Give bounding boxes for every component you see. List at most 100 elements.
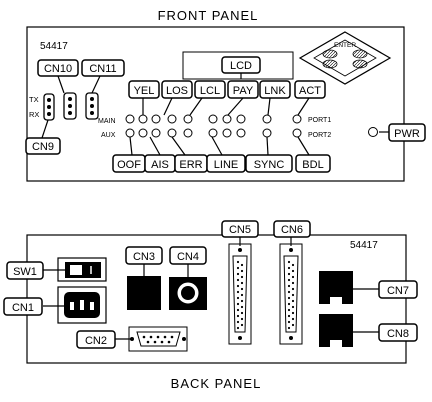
callout-lnk-box	[259, 80, 291, 99]
callout-sw1: SW1	[13, 266, 37, 278]
callout-pay-box	[227, 80, 259, 99]
callout-err: ERR	[179, 159, 202, 171]
front-model-number: 54417	[40, 41, 68, 52]
callout-cn2-box	[76, 330, 116, 349]
keypad: ENTER	[298, 31, 392, 85]
back-leader-lines	[43, 237, 380, 340]
callout-line: LINE	[214, 159, 238, 171]
bnc-connector-cn4	[169, 277, 207, 310]
led-main-6	[208, 114, 218, 124]
back-model-number: 54417	[350, 240, 378, 251]
jumper-cn9	[43, 93, 55, 121]
power-inlet-cn1	[57, 286, 107, 324]
callout-cn10-box	[37, 59, 79, 77]
callout-lcl-box	[194, 80, 226, 99]
led-aux-4	[167, 128, 177, 138]
callout-cn7-box	[378, 280, 418, 299]
led-main-4	[167, 114, 177, 124]
callout-cn5: CN5	[229, 224, 251, 236]
callout-los-box	[161, 80, 193, 99]
callout-cn10: CN10	[44, 63, 72, 75]
callout-cn4-box	[169, 246, 207, 265]
callout-lnk: LNK	[264, 85, 286, 97]
led-aux-7	[222, 128, 232, 138]
callout-cn11: CN11	[89, 63, 116, 75]
db25-connector-cn6	[279, 243, 303, 345]
led-main-1	[125, 114, 135, 124]
jumper-cn11	[85, 92, 99, 120]
callout-yel-box	[128, 80, 160, 99]
callout-sync-box	[245, 154, 293, 173]
callout-cn1-box	[3, 297, 43, 316]
callout-lcd-box	[221, 56, 261, 74]
callout-cn9: CN9	[32, 141, 54, 153]
back-callout-boxes	[3, 220, 418, 349]
callout-pwr-box	[388, 123, 426, 142]
led-main-2	[138, 114, 148, 124]
port2-label: PORT2	[308, 132, 331, 139]
callout-cn9-box	[25, 137, 61, 155]
db9-connector-cn2	[128, 326, 188, 352]
callout-ais: AIS	[151, 159, 169, 171]
callout-cn8-box	[378, 323, 418, 342]
led-main-8	[236, 114, 246, 124]
callout-oof: OOF	[117, 159, 141, 171]
led-main-5	[183, 114, 193, 124]
callout-cn7: CN7	[387, 285, 409, 297]
rx-label: RX	[29, 110, 39, 119]
front-panel-title: FRONT PANEL	[158, 8, 259, 23]
led-main-9	[262, 114, 272, 124]
port1-label: PORT1	[308, 117, 331, 124]
callout-yel: YEL	[134, 85, 155, 97]
callout-cn8: CN8	[387, 328, 409, 340]
callout-cn2: CN2	[85, 335, 107, 347]
callout-cn3: CN3	[133, 251, 155, 263]
callout-pwr: PWR	[394, 128, 420, 140]
rj-connector-cn8	[319, 314, 353, 347]
led-grid	[125, 114, 302, 138]
main-row-label: MAIN	[98, 118, 116, 125]
led-aux-1	[125, 128, 135, 138]
callout-cn6: CN6	[281, 224, 303, 236]
led-main-3	[151, 114, 161, 124]
led-aux-6	[208, 128, 218, 138]
callout-los: LOS	[166, 85, 188, 97]
led-main-7	[222, 114, 232, 124]
led-aux-2	[138, 128, 148, 138]
db25-connector-cn5	[228, 243, 252, 345]
callout-sync: SYNC	[254, 159, 285, 171]
connector-cn3	[127, 276, 161, 310]
callout-act: ACT	[299, 85, 321, 97]
callout-bdl: BDL	[302, 159, 323, 171]
back-panel-title: BACK PANEL	[171, 376, 262, 391]
front-callout-labels: CN10 CN11 CN9 LCD YEL LOS LCL PAY LNK AC…	[32, 60, 420, 171]
led-aux-3	[151, 128, 161, 138]
callout-lcd: LCD	[230, 60, 252, 72]
enter-key-label: ENTER	[334, 42, 356, 49]
aux-row-label: AUX	[101, 132, 116, 139]
callout-cn1: CN1	[12, 302, 34, 314]
front-panel-outline	[26, 26, 405, 182]
callout-cn6-box	[273, 220, 311, 238]
callout-pay: PAY	[233, 85, 254, 97]
led-aux-9	[262, 128, 272, 138]
led-aux-5	[183, 128, 193, 138]
led-power	[368, 127, 378, 137]
callout-sw1-box	[6, 261, 44, 280]
jumper-cn10	[63, 92, 77, 120]
led-main-10	[292, 114, 302, 124]
callout-cn4: CN4	[177, 251, 199, 263]
tx-label: TX	[29, 95, 39, 104]
rj-connector-cn7	[319, 271, 353, 304]
led-aux-8	[236, 128, 246, 138]
power-switch-sw1	[57, 257, 107, 282]
led-aux-10	[292, 128, 302, 138]
front-leader-lines	[41, 73, 390, 156]
back-callout-labels: SW1 CN1 CN3 CN4 CN5 CN6 CN7 CN8 CN2	[12, 224, 409, 347]
callout-act-box	[294, 80, 326, 99]
callout-cn5-box	[221, 220, 259, 238]
callout-lcl: LCL	[200, 85, 220, 97]
callout-cn11-box	[81, 59, 125, 77]
callout-cn3-box	[125, 246, 163, 265]
